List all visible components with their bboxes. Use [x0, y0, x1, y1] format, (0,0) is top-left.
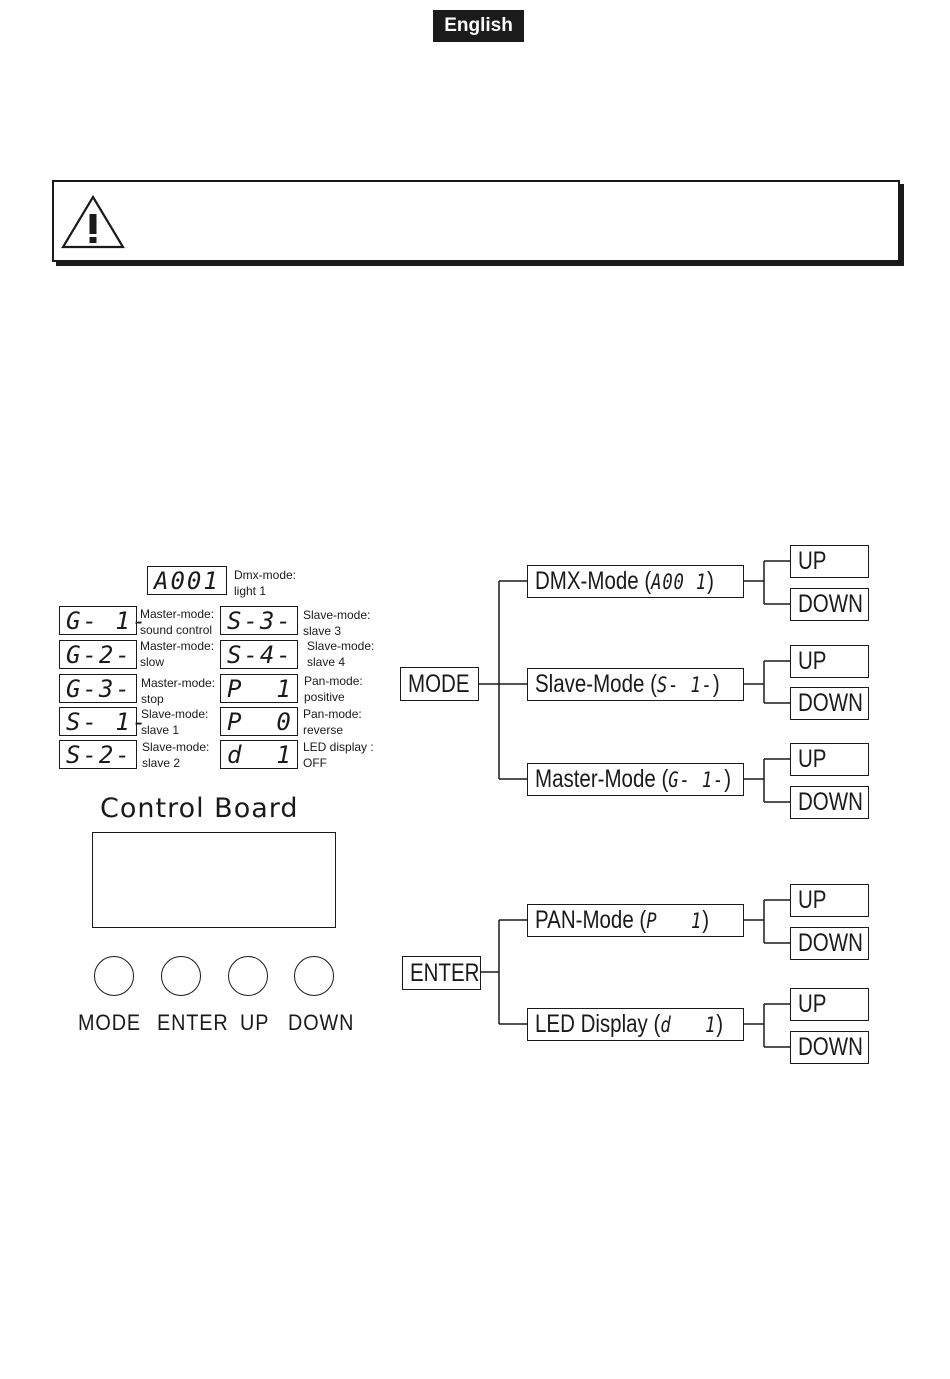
led-display-label: LED Display (d 1)	[535, 1010, 724, 1038]
led-display-box: LED Display (d 1)	[527, 1008, 744, 1041]
up-knob[interactable]	[228, 956, 268, 996]
slave-down-box: DOWN	[790, 687, 869, 720]
warning-triangle-icon	[61, 194, 125, 249]
master-mode-box: Master-Mode (G- 1-)	[527, 763, 744, 796]
display-led-off: d 1	[220, 740, 298, 769]
up-label: UP	[798, 990, 827, 1018]
display-master-slow: G-2-	[59, 640, 137, 669]
display-label-line1: Pan-mode:	[304, 674, 363, 688]
slave-mode-label: Slave-Mode (S- 1-)	[535, 670, 720, 698]
led-up-box: UP	[790, 988, 869, 1021]
pan-mode-label: PAN-Mode (P 1)	[535, 906, 710, 934]
mode-knob[interactable]	[94, 956, 134, 996]
enter-knob[interactable]	[161, 956, 201, 996]
up-label: UP	[798, 647, 827, 675]
display-slave-2: S-2-	[59, 740, 137, 769]
slave-up-box: UP	[790, 645, 869, 678]
pan-mode-box: PAN-Mode (P 1)	[527, 904, 744, 937]
display-slave-3: S-3-	[220, 606, 298, 635]
enter-knob-label: ENTER	[157, 1010, 229, 1035]
display-label-line1: Dmx-mode:	[234, 568, 297, 582]
down-knob[interactable]	[294, 956, 334, 996]
dmx-up-box: UP	[790, 545, 869, 578]
display-label-line2: stop	[141, 692, 164, 706]
dmx-mode-box: DMX-Mode (A00 1)	[527, 565, 744, 598]
control-board-title: Control Board	[100, 793, 299, 824]
control-board-screen	[92, 832, 336, 928]
up-label: UP	[798, 745, 827, 773]
down-label: DOWN	[798, 590, 863, 618]
mode-root-box: MODE	[400, 667, 479, 701]
display-label-line2: reverse	[303, 723, 344, 737]
display-pan-reverse: P 0	[220, 707, 298, 736]
display-pan-positive: P 1	[220, 674, 298, 703]
display-master-stop: G-3-	[59, 674, 137, 703]
display-label-line2: OFF	[303, 756, 327, 770]
down-label: DOWN	[798, 689, 863, 717]
mode-knob-label: MODE	[78, 1010, 141, 1035]
display-label-line1: Slave-mode:	[142, 740, 210, 754]
up-label: UP	[798, 886, 827, 914]
display-label-line2: slave 1	[141, 723, 180, 737]
down-label: DOWN	[798, 929, 863, 957]
display-label-line1: Slave-mode:	[141, 707, 209, 721]
display-label-line1: Master-mode:	[140, 639, 215, 653]
down-label: DOWN	[798, 1033, 863, 1061]
warning-box	[52, 180, 900, 262]
mode-root-label: MODE	[408, 669, 470, 698]
display-slave-4: S-4-	[220, 640, 298, 669]
display-label-line1: Pan-mode:	[303, 707, 362, 721]
enter-root-label: ENTER	[410, 958, 480, 987]
display-label-line2: light 1	[234, 584, 267, 598]
display-label-line2: slow	[140, 655, 165, 669]
up-label: UP	[798, 547, 827, 575]
display-label-line2: slave 4	[307, 655, 346, 669]
dmx-down-box: DOWN	[790, 588, 869, 621]
up-knob-label: UP	[240, 1010, 270, 1035]
language-badge: English	[433, 10, 524, 42]
display-master-sound: G- 1-	[59, 606, 146, 635]
enter-root-box: ENTER	[402, 956, 481, 990]
display-label-line1: Slave-mode:	[303, 608, 371, 622]
down-label: DOWN	[798, 788, 863, 816]
down-knob-label: DOWN	[288, 1010, 355, 1035]
display-slave-1: S- 1-	[59, 707, 146, 736]
master-mode-label: Master-Mode (G- 1-)	[535, 765, 732, 793]
slave-mode-box: Slave-Mode (S- 1-)	[527, 668, 744, 701]
display-label-line2: positive	[304, 690, 345, 704]
display-label-line1: Master-mode:	[140, 607, 215, 621]
master-down-box: DOWN	[790, 786, 869, 819]
display-label-line1: Slave-mode:	[307, 639, 375, 653]
display-label-line1: LED display :	[303, 740, 374, 754]
display-label-line2: slave 3	[303, 624, 342, 638]
display-label-line1: Master-mode:	[141, 676, 216, 690]
dmx-mode-label: DMX-Mode (A00 1)	[535, 567, 714, 595]
display-label-line2: slave 2	[142, 756, 181, 770]
display-dmx-light1: A001	[147, 566, 227, 595]
display-label-line2: sound control	[140, 623, 213, 637]
pan-down-box: DOWN	[790, 927, 869, 960]
pan-up-box: UP	[790, 884, 869, 917]
master-up-box: UP	[790, 743, 869, 776]
led-down-box: DOWN	[790, 1031, 869, 1064]
